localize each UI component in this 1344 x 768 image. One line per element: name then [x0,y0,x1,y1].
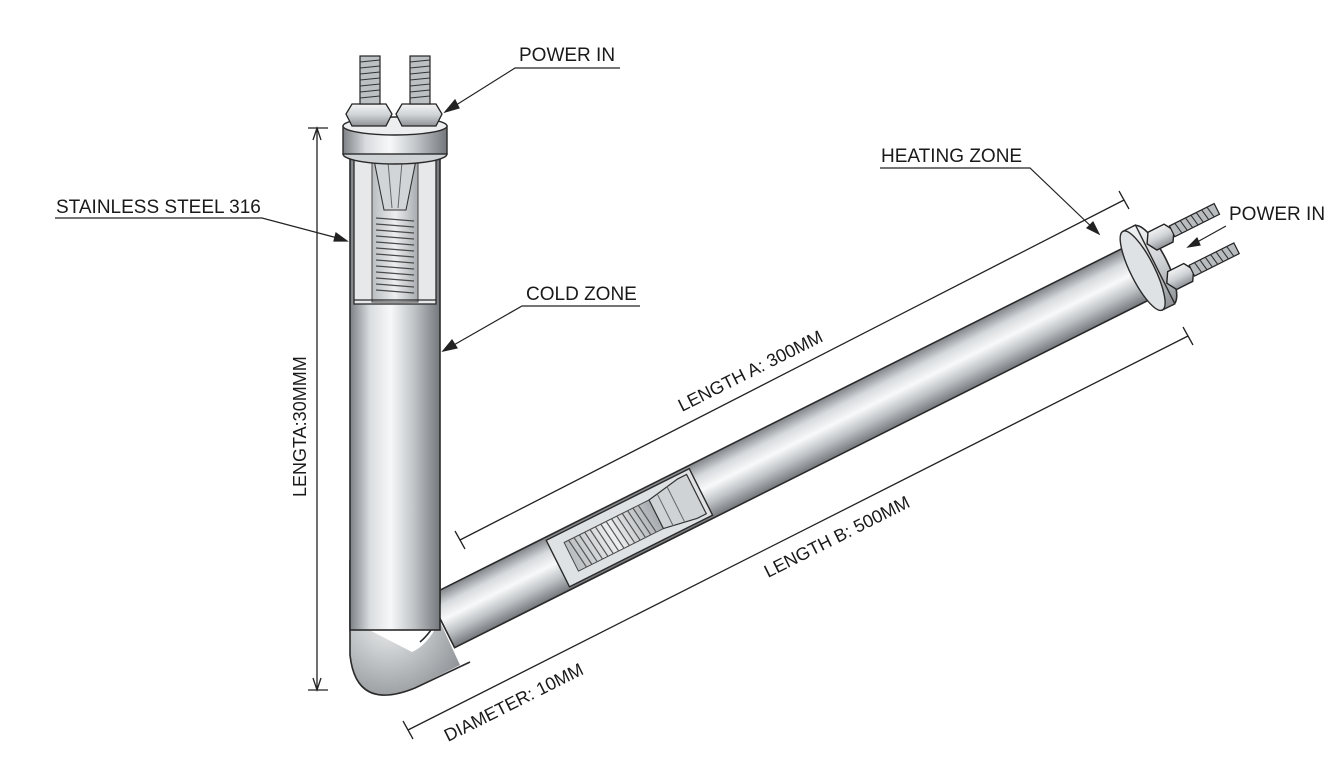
vertical-tube [342,55,448,631]
diagonal-tube [427,202,1241,649]
label-power-in-right: POWER IN [1229,204,1325,225]
dimension-length-a [454,190,1130,550]
label-cold-zone: COLD ZONE [526,284,637,305]
label-heating-zone: HEATING ZONE [881,146,1022,167]
terminals-top [345,55,443,127]
cutaway-window-heating [545,467,714,588]
terminals-right [1146,202,1241,291]
dimension-length-b [402,326,1194,740]
label-length-vertical: LENGTA:30MMM [290,356,310,497]
dimension-vertical [308,125,328,693]
tube-bend [350,580,460,696]
label-length-a: LENGTH A: 300MM [675,326,826,415]
label-power-in-top: POWER IN [519,45,615,66]
end-cap-right [1119,224,1178,312]
leader-lines [55,67,1227,352]
label-stainless-steel: STAINLESS STEEL 316 [56,197,261,218]
label-length-b: LENGTH B: 500MM [761,492,913,582]
cutaway-window-cold [353,153,437,305]
